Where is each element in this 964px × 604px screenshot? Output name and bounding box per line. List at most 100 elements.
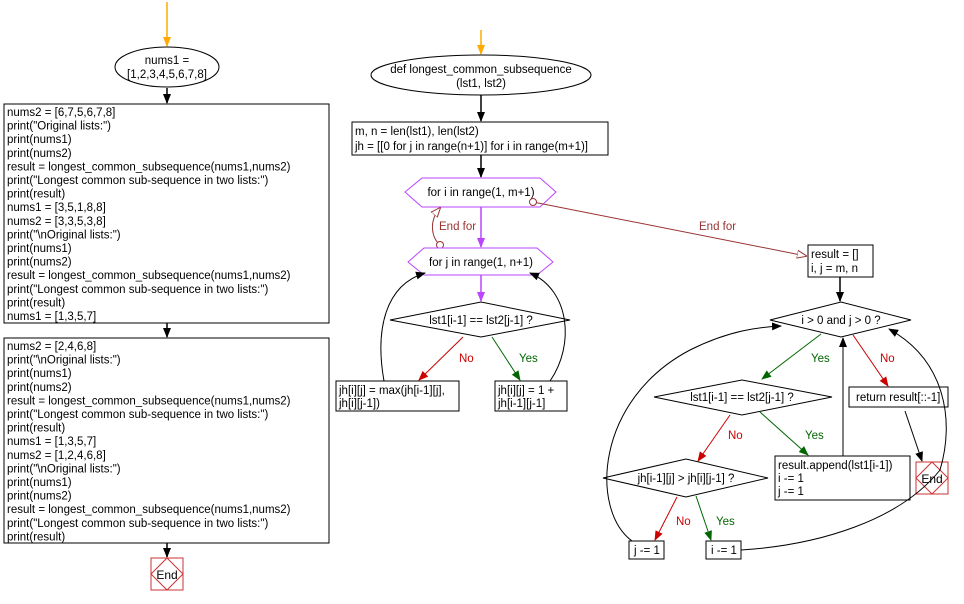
max-line: jh[i][j-1]) [338,398,380,410]
code-line: nums1 = [1,3,5,7] [7,436,96,448]
plus-line: jh[i][j] = 1 + [497,385,555,397]
loop-back-connector [380,271,426,382]
max-box: jh[i][j] = max(jh[i-1][j], jh[i][j-1]) [335,380,460,412]
loop-exit-circle [436,241,444,249]
end-label: End [156,568,177,582]
append-line: result.append(lst1[i-1]) [778,460,893,472]
end-for-outer-label: End for [699,221,736,233]
no-label: No [676,516,691,528]
loop-back-connector [740,328,947,551]
no-arrow [654,496,678,541]
init-line: jh = [[0 for j in range(n+1)] for i in r… [354,141,588,153]
yes-arrow [761,333,822,380]
end-node-main: End [150,557,184,591]
no-arrow [852,334,889,387]
code-line: print(nums2) [7,148,72,160]
code-line: result = longest_common_subsequence(nums… [7,270,291,282]
plus-line: jh[i-1][j-1] [497,398,545,410]
no-arrow [418,336,464,381]
loop-back-connector [606,322,782,542]
result-init-line: i, j = m, n [811,263,858,275]
init-box: m, n = len(lst1), len(lst2) jh = [[0 for… [351,121,609,156]
code-line: nums2 = [1,2,4,6,8] [7,450,106,462]
plus-box: jh[i][j] = 1 + jh[i-1][j-1] [494,380,568,412]
cond2-label: lst1[i-1] == lst2[j-1] ? [690,392,794,404]
for-i-label: for i in range(1, m+1) [427,187,534,199]
while-diamond: i > 0 and j > 0 ? [769,301,912,338]
yes-label: Yes [805,430,824,442]
start-line: [1,2,3,4,5,6,7,8] [127,69,207,81]
append-line: j -= 1 [777,486,804,498]
code-block-2: nums2 = [2,4,6,8] print("\nOriginal lists… [3,337,330,544]
code-line: print(nums2) [7,257,72,269]
code-line: nums2 = [2,4,6,8] [7,341,96,353]
code-line: print(nums1) [7,477,72,489]
code-line: result = longest_common_subsequence(nums… [7,161,291,173]
no-label: No [459,353,474,365]
def-line: def longest_common_subsequence [390,64,572,76]
no-label: No [728,430,743,442]
end-node-func: End [915,461,949,495]
code-line: print(nums2) [7,382,72,394]
code-line: print("Longest common sub-sequence in tw… [7,284,268,296]
no-label: No [880,353,895,365]
code-line: print("Longest common sub-sequence in tw… [7,518,268,530]
code-line: print(nums1) [7,243,72,255]
code-line: nums2 = [6,7,5,6,7,8] [7,107,115,119]
yes-label: Yes [716,516,735,528]
end-for-outer-connector [532,201,806,256]
no-arrow [697,414,731,462]
condition-diamond-3: jh[i-1][j] > jh[i][j-1] ? [602,458,769,498]
code-line: print(result) [7,423,65,435]
yes-arrow [759,411,809,456]
max-line: jh[i][j] = max(jh[i-1][j], [338,385,445,397]
for-j-loop: for j in range(1, n+1) [407,247,554,276]
function-def-node: def longest_common_subsequence (lst1, ls… [370,54,592,96]
result-init-box: result = [] i, j = m, n [807,244,874,278]
init-line: m, n = len(lst1), len(lst2) [355,126,479,138]
code-line: print(result) [7,531,65,543]
yes-label: Yes [519,353,538,365]
yes-label: Yes [811,353,830,365]
connector-arrow [904,410,923,462]
start-line: nums1 = [145,55,190,67]
append-box: result.append(lst1[i-1]) i -= 1 j -= 1 [774,455,911,501]
result-init-line: result = [] [811,249,859,261]
code-line: print(nums2) [7,491,72,503]
cond3-label: jh[i-1][j] > jh[i][j-1] ? [637,473,735,485]
for-i-loop: for i in range(1, m+1) [404,177,557,208]
idec-label: i -= 1 [711,545,737,557]
code-line: print(result) [7,189,65,201]
code-line: nums1 = [1,3,5,7] [7,311,96,323]
def-line: (lst1, lst2) [456,78,506,90]
condition-diamond-2: lst1[i-1] == lst2[j-1] ? [653,379,833,416]
code-line: result = longest_common_subsequence(nums… [7,504,291,516]
yes-arrow [491,336,521,381]
start-node: nums1 = [1,2,3,4,5,6,7,8] [114,46,220,88]
code-line: result = longest_common_subsequence(nums… [7,395,291,407]
append-line: i -= 1 [778,473,804,485]
code-block-1: nums2 = [6,7,5,6,7,8] print("Original lis… [3,103,330,324]
end-for-inner-label: End for [439,221,476,233]
condition-diamond-1: lst1[i-1] == lst2[j-1] ? [389,301,571,338]
code-line: print("\nOriginal lists:") [7,355,121,367]
while-label: i > 0 and j > 0 ? [801,315,880,327]
j-decrement-box: j -= 1 [628,540,665,560]
yes-arrow [695,495,712,541]
cond1-label: lst1[i-1] == lst2[j-1] ? [429,315,533,327]
for-j-label: for j in range(1, n+1) [429,257,533,269]
code-line: print("\nOriginal lists:") [7,229,121,241]
code-line: print(nums1) [7,134,72,146]
code-line: print("Longest common sub-sequence in tw… [7,409,268,421]
code-line: nums2 = [3,3,5,3,8] [7,216,106,228]
loop-back-connector [529,272,566,382]
code-line: print("\nOriginal lists:") [7,463,121,475]
loop-exit-circle [529,198,537,206]
code-line: print(result) [7,297,65,309]
return-box: return result[::-1] [848,386,949,408]
code-line: print("Longest common sub-sequence in tw… [7,175,268,187]
code-line: print("Original lists:") [7,121,111,133]
code-line: nums1 = [3,5,1,8,8] [7,202,106,214]
i-decrement-box: i -= 1 [705,540,742,560]
